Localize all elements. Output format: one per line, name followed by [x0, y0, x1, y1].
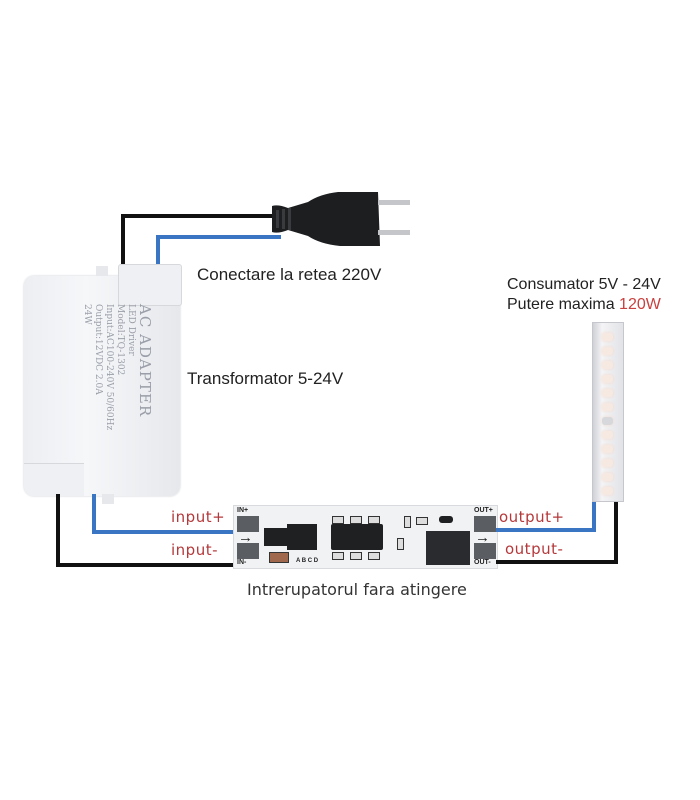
in-plus-pad: [237, 516, 259, 532]
ac-adapter: AC ADAPTER LED Driver Model:TQ-1302 Inpu…: [24, 264, 182, 504]
mains-plug-icon: [272, 192, 410, 246]
output-wire-blue-h: [496, 528, 594, 532]
max-power-value: 120W: [619, 296, 661, 313]
switch-label: Intrerupatorul fara atingere: [247, 580, 467, 599]
out-arrow: →: [475, 529, 490, 546]
diode: [439, 516, 453, 523]
input-minus-label: input-: [171, 541, 218, 559]
led: [602, 445, 613, 453]
mains-wire-black-drop: [121, 214, 125, 280]
smd-resistor: [368, 552, 380, 560]
input-wire-blue: [92, 494, 96, 534]
out-plus-pad: [474, 516, 496, 532]
mosfet: [426, 531, 470, 565]
mains-wire-blue: [156, 235, 281, 239]
led: [602, 431, 613, 439]
smd-resistor: [350, 516, 362, 524]
smd-resistor: [404, 516, 411, 528]
out-plus-mark: OUT+: [474, 507, 493, 514]
out-minus-mark: OUT-: [474, 559, 491, 566]
led: [602, 375, 613, 383]
touchless-switch-pcb: IN+ → IN- A B C D OUT+ → OUT-: [233, 505, 498, 569]
smd-resistor: [397, 538, 404, 550]
in-minus-pad: [237, 543, 259, 559]
output-minus-label: output-: [505, 540, 564, 558]
transformer-label: Transformator 5-24V: [187, 369, 344, 388]
input-plus-label: input+: [171, 508, 226, 526]
led: [602, 361, 613, 369]
mains-wire-blue-drop: [156, 235, 160, 280]
adapter-tab: [96, 266, 108, 276]
adapter-top-cap: [118, 264, 182, 306]
mains-label: Conectare la retea 220V: [197, 265, 382, 284]
output-wire-black: [614, 496, 618, 564]
output-wire-blue: [592, 496, 596, 532]
in-minus-mark: IN-: [237, 559, 247, 566]
smd-resistor: [416, 517, 428, 525]
consumer-label-line2: Putere maxima 120W: [507, 296, 661, 314]
led: [602, 487, 613, 495]
smd-resistor: [368, 516, 380, 524]
mains-wire-black: [121, 214, 281, 218]
regulator-chip: [264, 528, 288, 546]
adapter-bottom-cap: [24, 463, 84, 496]
capacitor: [269, 552, 289, 563]
adapter-label-text: AC ADAPTER LED Driver Model:TQ-1302 Inpu…: [82, 304, 154, 431]
out-minus-pad: [474, 543, 496, 559]
smd-resistor: [332, 552, 344, 560]
in-arrow: →: [238, 529, 253, 546]
output-wire-black-h: [496, 560, 618, 564]
led: [602, 347, 613, 355]
smd-resistor: [350, 552, 362, 560]
max-power-label: Putere maxima: [507, 296, 620, 313]
led-bar-consumer: [592, 322, 624, 502]
led: [602, 473, 613, 481]
output-plus-label: output+: [499, 508, 565, 526]
smd-resistor: [332, 516, 344, 524]
adapter-tab: [102, 494, 114, 504]
in-plus-mark: IN+: [237, 507, 249, 514]
ir-sensor: [331, 524, 383, 550]
input-wire-black: [56, 494, 60, 566]
led: [602, 459, 613, 467]
pin-labels: A B C D: [296, 558, 319, 564]
led: [602, 333, 613, 341]
sensor-dot: [602, 417, 613, 425]
ic-chip: [287, 524, 317, 550]
led: [602, 389, 613, 397]
led: [602, 403, 613, 411]
input-wire-blue-h: [92, 530, 236, 534]
input-wire-black-h: [56, 563, 236, 567]
consumer-label-line1: Consumator 5V - 24V: [507, 276, 661, 293]
